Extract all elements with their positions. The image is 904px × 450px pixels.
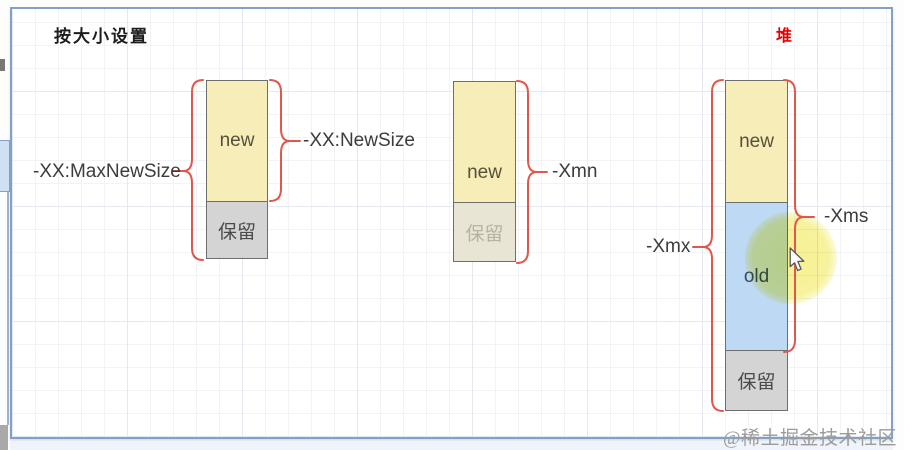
region-new: new <box>725 80 788 203</box>
annotation-xmn: -Xmn <box>552 161 598 182</box>
canvas-lower-margin <box>10 441 893 450</box>
side-panel-edge <box>7 192 9 425</box>
annotation-new-size: -XX:NewSize <box>303 130 415 151</box>
region-new: new <box>206 80 268 202</box>
page-title: 按大小设置 <box>54 27 149 46</box>
heap-label: 堆 <box>776 28 793 45</box>
watermark: @稀土掘金技术社区 <box>723 428 897 449</box>
side-panel-thumbnail <box>0 140 10 192</box>
side-panel-footer <box>0 425 8 450</box>
region-reserved: 保留 <box>725 350 788 411</box>
memory-column-maxnewsize: new 保留 <box>206 80 268 259</box>
mouse-cursor-icon <box>789 247 805 272</box>
annotation-max-new-size: -XX:MaxNewSize <box>33 161 181 182</box>
memory-column-xmn: new 保留 <box>453 81 516 262</box>
annotation-xmx: -Xmx <box>646 236 691 257</box>
region-reserved: 保留 <box>206 201 268 259</box>
annotation-xms: -Xms <box>824 206 869 227</box>
edge-artifact <box>0 59 5 71</box>
region-reserved-faded: 保留 <box>453 202 516 262</box>
region-new: new <box>453 81 516 203</box>
